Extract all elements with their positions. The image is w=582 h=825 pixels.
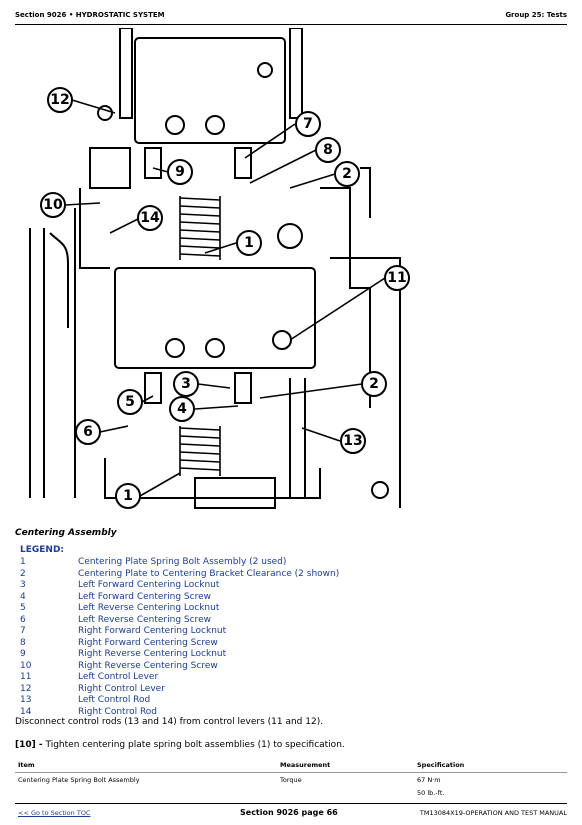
callout-5: 5: [117, 389, 143, 415]
callout-4: 4: [169, 396, 195, 422]
svg-text:4: 4: [177, 401, 187, 417]
svg-text:13: 13: [343, 433, 362, 449]
svg-text:10: 10: [43, 197, 63, 213]
section-title: Section 9026 • HYDROSTATIC SYSTEM: [15, 11, 165, 19]
callout-14: 14: [137, 205, 163, 231]
centering-assembly-diagram: 12 7 8 9 2 10 14 1 11 3 2 5 4 6 13 1: [29, 28, 410, 509]
callout-11: 11: [384, 265, 410, 291]
callout-10: 10: [40, 192, 66, 218]
svg-text:5: 5: [125, 394, 135, 410]
specification-table: Item Measurement Specification Centering…: [15, 758, 567, 799]
callout-1-lower: 1: [115, 483, 141, 509]
callout-3: 3: [173, 371, 199, 397]
svg-text:1: 1: [244, 235, 254, 251]
table-header: Item Measurement Specification: [15, 758, 567, 773]
table-row: 50 lb.-ft.: [417, 789, 445, 797]
table-row: Centering Plate Spring Bolt Assembly Tor…: [18, 776, 441, 784]
callout-13: 13: [340, 428, 366, 454]
group-title: Group 25: Tests: [505, 11, 567, 19]
svg-text:9: 9: [175, 164, 185, 180]
page-footer: << Go to Section TOC Section 9026 page 6…: [15, 803, 567, 820]
callout-1-upper: 1: [236, 230, 262, 256]
callout-8: 8: [315, 137, 341, 163]
svg-text:14: 14: [140, 210, 160, 226]
svg-text:3: 3: [181, 376, 191, 392]
svg-text:7: 7: [303, 116, 313, 132]
section-toc-link[interactable]: << Go to Section TOC: [18, 809, 91, 817]
svg-text:8: 8: [323, 142, 333, 158]
svg-text:2: 2: [369, 376, 379, 392]
svg-text:11: 11: [387, 270, 406, 286]
callout-6: 6: [75, 419, 101, 445]
svg-text:6: 6: [83, 424, 93, 440]
page-number: Section 9026 page 66: [240, 808, 338, 817]
callout-2-lower: 2: [361, 371, 387, 397]
svg-text:2: 2: [342, 166, 352, 182]
svg-text:1: 1: [123, 488, 133, 504]
page-header: Section 9026 • HYDROSTATIC SYSTEM Group …: [15, 8, 567, 25]
instruction-text: Disconnect control rods (13 and 14) from…: [15, 717, 324, 727]
callout-7: 7: [295, 111, 321, 137]
legend-title: LEGEND:: [20, 545, 65, 555]
callout-12: 12: [47, 87, 73, 113]
step-number: [10] -: [15, 740, 43, 750]
step-10-text: [10] - Tighten centering plate spring bo…: [15, 740, 345, 750]
callout-2-upper: 2: [334, 161, 360, 187]
callout-9: 9: [167, 159, 193, 185]
figure-caption: Centering Assembly: [15, 528, 117, 538]
svg-text:12: 12: [50, 92, 69, 108]
manual-title: TM13084X19-OPERATION AND TEST MANUAL: [419, 809, 567, 817]
